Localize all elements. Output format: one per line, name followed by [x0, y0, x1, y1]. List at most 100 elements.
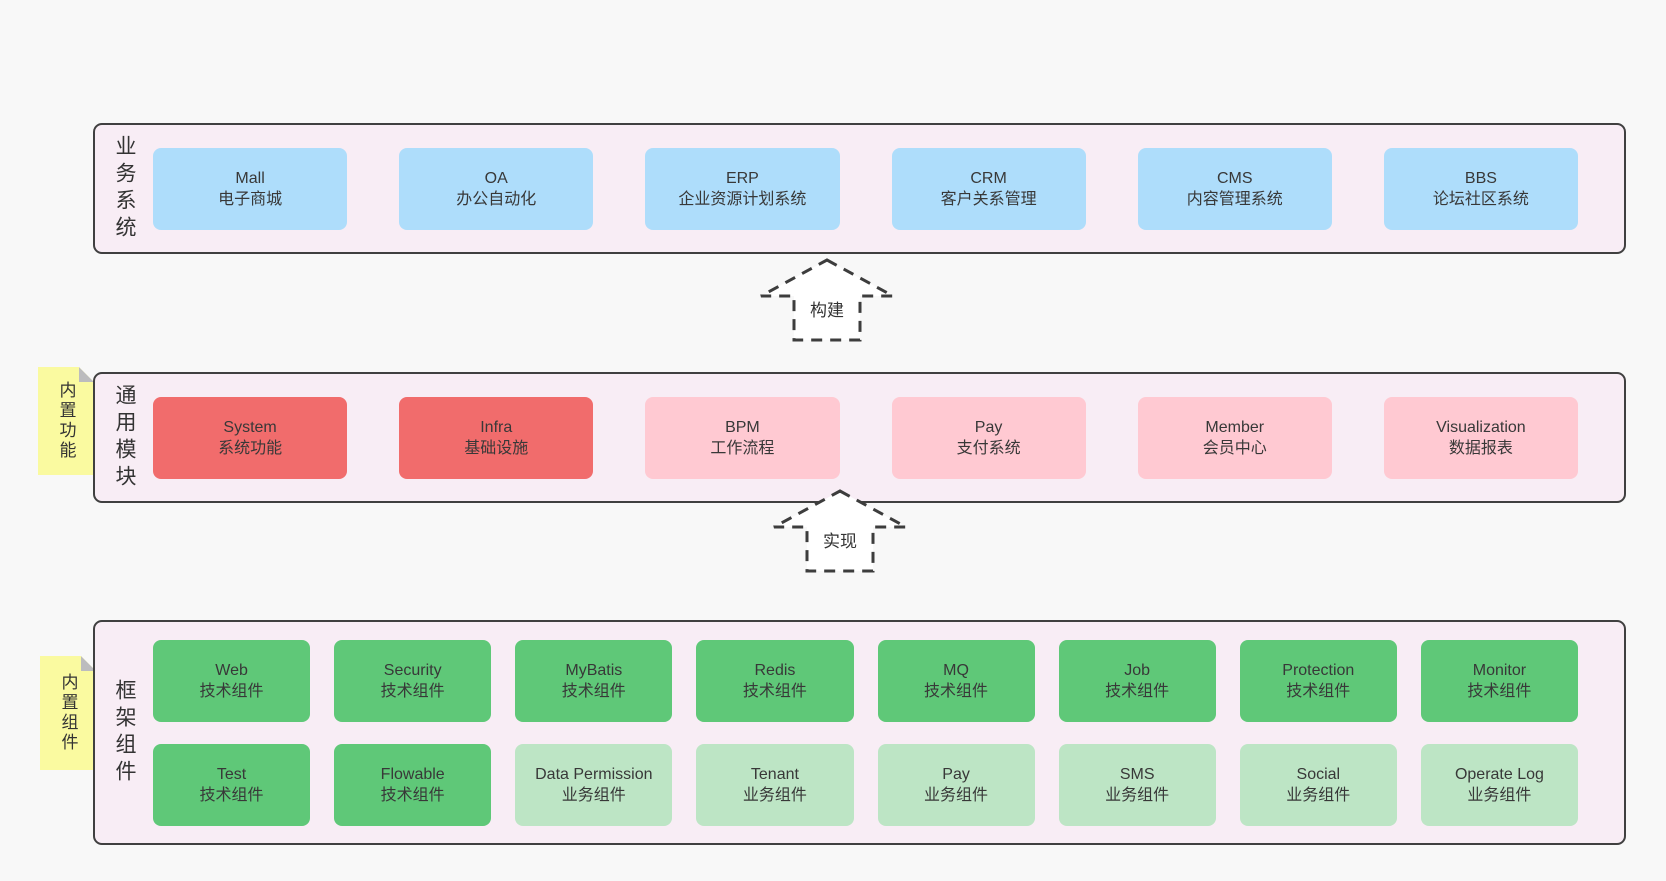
box-name: Monitor	[1472, 661, 1527, 679]
note-built-in-components-label: 内置组件	[58, 673, 78, 753]
layer-components-label-wrap: 框架组件	[95, 622, 153, 843]
business-boxes: Mall 电子商城 OA 办公自动化 ERP 企业资源计划系统 CRM 客户关系…	[153, 125, 1624, 252]
note-built-in-components: 内置组件	[40, 656, 96, 770]
box-member: Member 会员中心	[1137, 396, 1332, 479]
layer-business-systems: 业务系统 Mall 电子商城 OA 办公自动化 ERP 企业资源计划系统 CRM…	[93, 123, 1626, 254]
box-social: Social 业务组件	[1239, 743, 1397, 826]
box-desc: 会员中心	[1202, 439, 1267, 457]
box-pay-component: Pay 业务组件	[877, 743, 1035, 826]
box-desc: 内容管理系统	[1186, 190, 1283, 208]
layer-framework-components: 框架组件 Web 技术组件 Security 技术组件 MyBatis 技术组件…	[93, 620, 1626, 845]
box-name: System	[223, 418, 277, 436]
box-security: Security 技术组件	[334, 639, 492, 722]
box-protection: Protection 技术组件	[1239, 639, 1397, 722]
box-bpm: BPM 工作流程	[645, 396, 840, 479]
box-mq: MQ 技术组件	[877, 639, 1035, 722]
box-desc: 业务组件	[1286, 786, 1351, 804]
box-sms: SMS 业务组件	[1058, 743, 1216, 826]
box-desc: 客户关系管理	[940, 190, 1037, 208]
box-desc: 技术组件	[1105, 682, 1170, 700]
box-name: Pay	[942, 765, 970, 783]
box-desc: 技术组件	[742, 682, 807, 700]
box-desc: 支付系统	[956, 439, 1021, 457]
box-name: Operate Log	[1454, 765, 1544, 783]
layer-modules-label-wrap: 通用模块	[95, 374, 153, 501]
box-name: Data Permission	[535, 765, 653, 783]
box-name: CRM	[970, 169, 1007, 187]
box-desc: 企业资源计划系统	[678, 190, 807, 208]
box-monitor: Monitor 技术组件	[1420, 639, 1578, 722]
box-name: Mall	[235, 169, 265, 187]
box-test: Test 技术组件	[153, 743, 311, 826]
box-cms: CMS 内容管理系统	[1137, 147, 1332, 230]
box-desc: 业务组件	[1105, 786, 1170, 804]
box-desc: 技术组件	[561, 682, 626, 700]
component-boxes: Web 技术组件 Security 技术组件 MyBatis 技术组件 Redi…	[153, 622, 1624, 843]
box-desc: 技术组件	[199, 786, 264, 804]
box-desc: 办公自动化	[456, 190, 537, 208]
layer-common-modules: 通用模块 System 系统功能 Infra 基础设施 BPM 工作流程 Pay…	[93, 372, 1626, 503]
box-flowable: Flowable 技术组件	[334, 743, 492, 826]
box-name: Security	[383, 661, 442, 679]
box-name: BPM	[725, 418, 760, 436]
arrow-implement-label: 实现	[821, 527, 859, 552]
arrow-build-label: 构建	[808, 296, 846, 321]
box-web: Web 技术组件	[153, 639, 311, 722]
box-desc: 技术组件	[924, 682, 989, 700]
box-name: Tenant	[750, 765, 799, 783]
box-desc: 论坛社区系统	[1432, 190, 1529, 208]
box-desc: 基础设施	[464, 439, 529, 457]
box-desc: 技术组件	[1467, 682, 1532, 700]
layer-business-label-wrap: 业务系统	[95, 125, 153, 252]
box-name: MyBatis	[565, 661, 623, 679]
note-built-in-features: 内置功能	[38, 367, 94, 475]
box-job: Job 技术组件	[1058, 639, 1216, 722]
box-desc: 系统功能	[218, 439, 283, 457]
arrow-implement: 实现	[770, 487, 910, 575]
box-oa: OA 办公自动化	[399, 147, 594, 230]
box-desc: 业务组件	[924, 786, 989, 804]
layer-components-label: 框架组件	[113, 678, 136, 787]
box-crm: CRM 客户关系管理	[891, 147, 1086, 230]
box-mybatis: MyBatis 技术组件	[515, 639, 673, 722]
box-name: Social	[1296, 765, 1341, 783]
box-name: Visualization	[1436, 418, 1526, 436]
box-name: Infra	[480, 418, 513, 436]
box-name: Flowable	[380, 765, 445, 783]
box-desc: 业务组件	[742, 786, 807, 804]
box-desc: 业务组件	[1467, 786, 1532, 804]
box-name: BBS	[1464, 169, 1497, 187]
box-name: Test	[216, 765, 247, 783]
box-desc: 技术组件	[1286, 682, 1351, 700]
box-redis: Redis 技术组件	[696, 639, 854, 722]
note-built-in-features-label: 内置功能	[56, 381, 76, 461]
arrow-build: 构建	[757, 256, 897, 344]
box-pay-module: Pay 支付系统	[891, 396, 1086, 479]
box-name: Protection	[1282, 661, 1355, 679]
box-name: CMS	[1216, 169, 1253, 187]
box-name: OA	[484, 169, 508, 187]
box-erp: ERP 企业资源计划系统	[645, 147, 840, 230]
box-desc: 电子商城	[218, 190, 283, 208]
box-data-permission: Data Permission 业务组件	[515, 743, 673, 826]
box-operate-log: Operate Log 业务组件	[1420, 743, 1578, 826]
module-boxes: System 系统功能 Infra 基础设施 BPM 工作流程 Pay 支付系统…	[153, 374, 1624, 501]
box-infra: Infra 基础设施	[399, 396, 594, 479]
box-name: Pay	[974, 418, 1003, 436]
box-desc: 工作流程	[710, 439, 775, 457]
box-desc: 技术组件	[199, 682, 264, 700]
box-desc: 技术组件	[380, 786, 445, 804]
box-name: Redis	[754, 661, 796, 679]
box-name: ERP	[725, 169, 759, 187]
box-system: System 系统功能	[153, 396, 348, 479]
box-name: MQ	[943, 661, 969, 679]
box-mall: Mall 电子商城	[153, 147, 348, 230]
box-name: Member	[1205, 418, 1265, 436]
box-desc: 数据报表	[1448, 439, 1513, 457]
layer-business-label: 业务系统	[113, 134, 136, 243]
box-visualization: Visualization 数据报表	[1383, 396, 1578, 479]
box-name: Job	[1124, 661, 1151, 679]
box-name: Web	[215, 661, 248, 679]
box-tenant: Tenant 业务组件	[696, 743, 854, 826]
